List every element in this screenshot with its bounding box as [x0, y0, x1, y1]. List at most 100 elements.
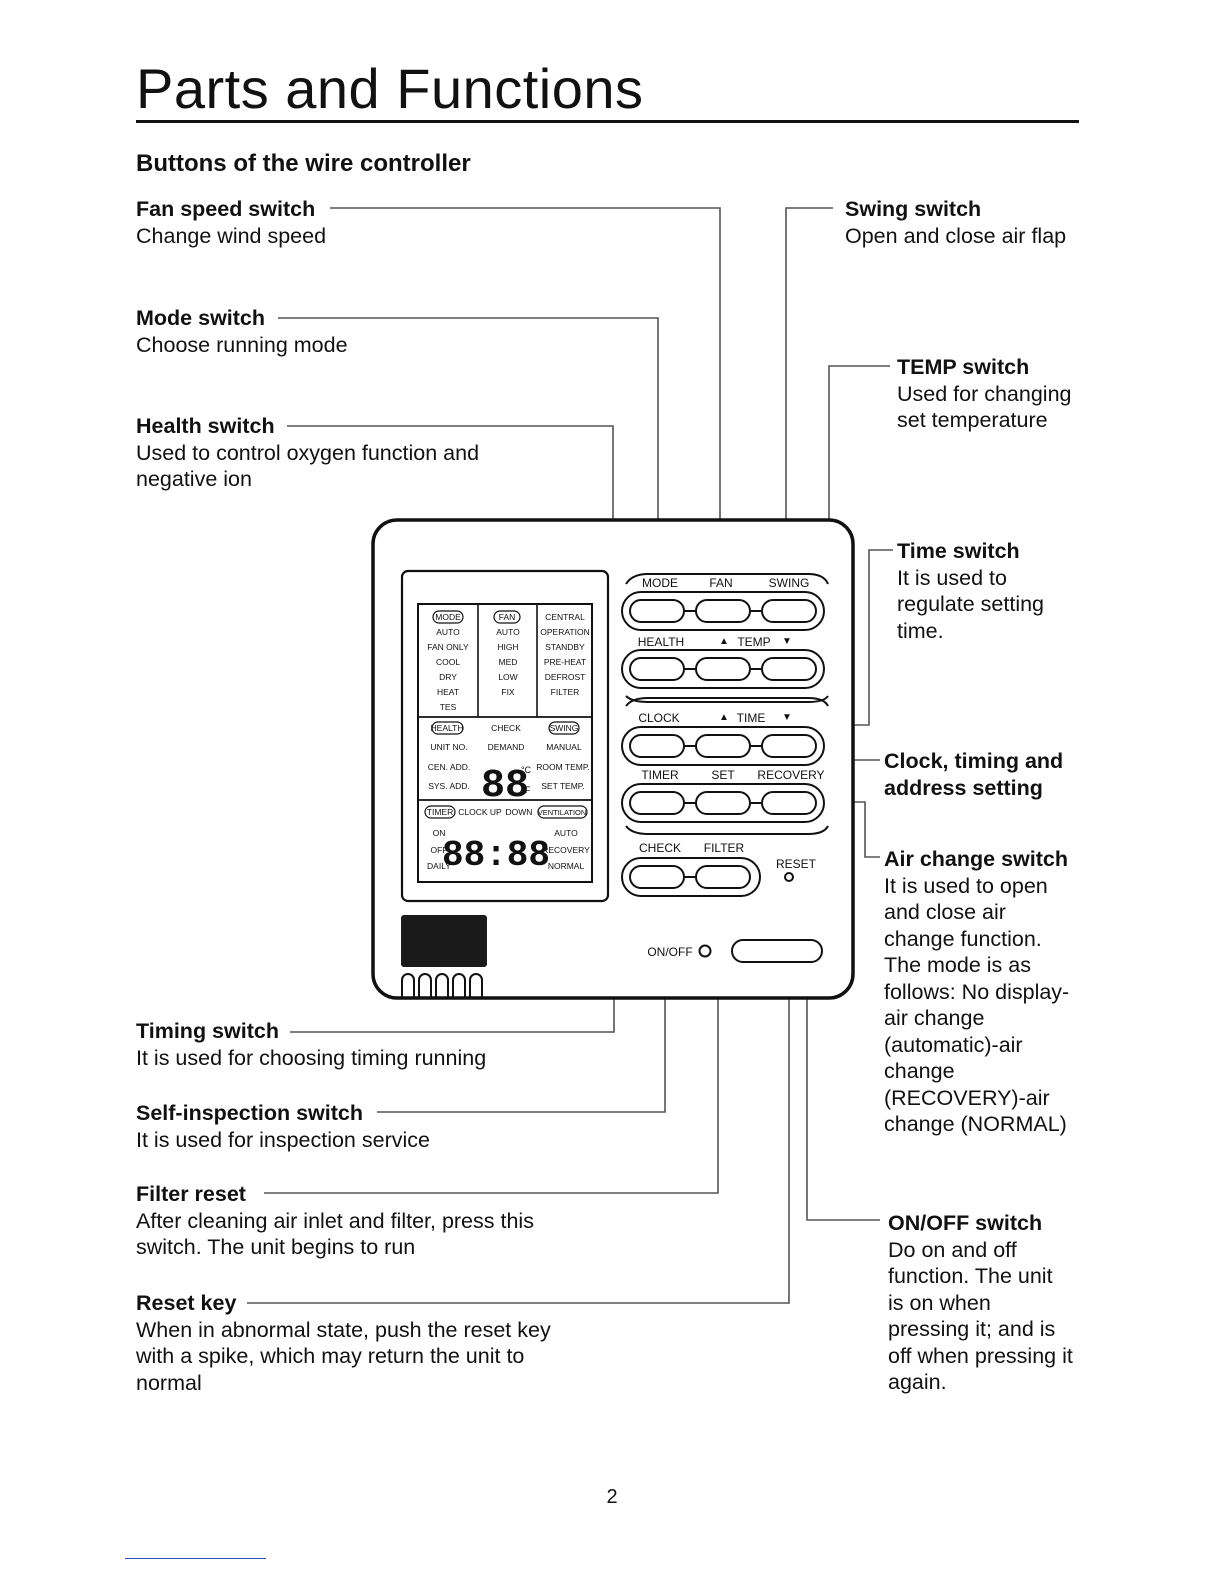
annotation-on-off: ON/OFF switch Do on and off function. Th… [888, 1210, 1074, 1396]
recovery-button [761, 791, 817, 815]
annotation-heading: Time switch [897, 539, 1020, 563]
lcd-temp-digits: 88 [481, 764, 529, 809]
lcd-unit-no: UNIT NO. [430, 742, 467, 752]
annotation-heading: Reset key [136, 1291, 237, 1315]
annotation-desc: Open and close air flap [845, 223, 1067, 248]
arrow-down-icon: ▼ [782, 636, 792, 647]
lcd-mode: MODE [435, 612, 461, 622]
label-temp: TEMP [737, 635, 770, 649]
annotation-heading: Health switch [136, 414, 275, 438]
annotation-heading: Fan speed switch [136, 197, 316, 221]
lcd-demand: DEMAND [488, 742, 525, 752]
annotation-heading: Air change switch [884, 847, 1068, 871]
annotation-desc: After cleaning air inlet and filter, pre… [136, 1208, 534, 1260]
annotation-swing: Swing switch Open and close air flap [845, 196, 1105, 249]
arrow-up-icon: ▲ [719, 636, 729, 647]
annotation-self-inspection: Self-inspection switch It is used for in… [136, 1100, 556, 1153]
annotation-timing: Timing switch It is used for choosing ti… [136, 1018, 556, 1071]
lcd-standby: STANDBY [545, 642, 585, 652]
arrow-up-icon: ▲ [719, 712, 729, 723]
temp-up-button [695, 657, 751, 681]
lcd-on: ON [433, 828, 446, 838]
lcd-heat: HEAT [437, 687, 459, 697]
check-button [629, 865, 685, 889]
lcd-high: HIGH [497, 642, 518, 652]
lcd-clock-up: CLOCK UP [458, 807, 502, 817]
lcd-sys-add: SYS. ADD. [428, 781, 470, 791]
label-set: SET [711, 768, 735, 782]
label-reset: RESET [776, 857, 817, 871]
label-fan: FAN [709, 576, 732, 590]
annotation-heading: TEMP switch [897, 355, 1030, 379]
lcd-fan-only: FAN ONLY [427, 642, 469, 652]
lcd-daily: DAILY [427, 861, 451, 871]
annotation-heading: Swing switch [845, 197, 982, 221]
lcd-ventilation: VENTILATION [538, 808, 587, 817]
label-clock: CLOCK [638, 711, 679, 725]
lcd-off: OFF [431, 845, 448, 855]
lcd-timer: TIMER [427, 807, 453, 817]
label-mode: MODE [642, 576, 678, 590]
wire-controller: MODE FAN SWING HEALTH ▲ TEMP ▼ CLOCK ▲ T… [371, 518, 855, 1000]
section-subtitle: Buttons of the wire controller [136, 150, 471, 177]
lcd-screen [417, 603, 593, 883]
label-health: HEALTH [638, 635, 684, 649]
annotation-reset-key: Reset key When in abnormal state, push t… [136, 1290, 576, 1396]
annotation-desc: It is used for inspection service [136, 1127, 430, 1152]
lcd-down: DOWN [506, 807, 533, 817]
lcd-fan: FAN [499, 612, 516, 622]
lcd-unit-c: °C [521, 765, 532, 775]
lcd-normal: NORMAL [548, 861, 585, 871]
annotation-heading: Clock, timing and address setting [884, 749, 1064, 800]
lcd-fan-auto: AUTO [496, 627, 520, 637]
reset-pinhole [784, 872, 794, 882]
annotation-desc: Used for changing set temperature [897, 381, 1072, 433]
label-check: CHECK [639, 841, 681, 855]
lcd-health: HEALTH [431, 723, 464, 733]
leader-mode [278, 317, 659, 611]
sensor-window [401, 915, 487, 967]
leader-swing [785, 207, 833, 611]
lcd-tes: TES [440, 702, 457, 712]
lcd-central: CENTRAL [545, 612, 585, 622]
lcd-manual: MANUAL [546, 742, 582, 752]
arrow-down-icon: ▼ [782, 712, 792, 723]
annotation-desc: Choose running mode [136, 332, 348, 357]
lcd-low: LOW [498, 672, 517, 682]
health-button [629, 657, 685, 681]
vent-slots [401, 973, 483, 998]
filter-button [695, 865, 751, 889]
lcd-pre-heat: PRE-HEAT [544, 657, 586, 667]
lcd-cool: COOL [436, 657, 460, 667]
lcd-check: CHECK [491, 723, 521, 733]
annotation-health: Health switch Used to control oxygen fun… [136, 413, 506, 493]
annotation-fan-speed: Fan speed switch Change wind speed [136, 196, 696, 249]
annotation-heading: ON/OFF switch [888, 1211, 1043, 1235]
mode-button [629, 599, 685, 623]
annotation-desc: It is used to regulate setting time. [897, 565, 1045, 643]
annotation-time: Time switch It is used to regulate setti… [897, 538, 1077, 644]
leader-reset-key [247, 881, 790, 1304]
lcd-operation: OPERATION [540, 627, 589, 637]
footer-rule [125, 1558, 266, 1559]
annotation-filter-reset: Filter reset After cleaning air inlet an… [136, 1181, 566, 1261]
label-filter: FILTER [704, 841, 745, 855]
lcd-set-temp: SET TEMP. [541, 781, 584, 791]
on-off-button [731, 939, 823, 963]
annotation-heading: Mode switch [136, 306, 266, 330]
label-time: TIME [737, 711, 766, 725]
lcd-swing: SWING [550, 723, 579, 733]
page-number: 2 [606, 1486, 618, 1508]
annotation-desc: It is used for choosing timing running [136, 1045, 487, 1070]
lcd-fix: FIX [501, 687, 515, 697]
annotation-desc: Change wind speed [136, 223, 327, 248]
lcd-vent-auto: AUTO [554, 828, 578, 838]
lcd-med: MED [499, 657, 518, 667]
page-title: Parts and Functions [136, 57, 644, 120]
annotation-heading: Filter reset [136, 1182, 246, 1206]
label-recovery: RECOVERY [757, 768, 824, 782]
lcd-unit-f: °F [521, 785, 531, 795]
lcd-filter: FILTER [551, 687, 580, 697]
annotation-desc: It is used to open and close air change … [884, 873, 1070, 1137]
